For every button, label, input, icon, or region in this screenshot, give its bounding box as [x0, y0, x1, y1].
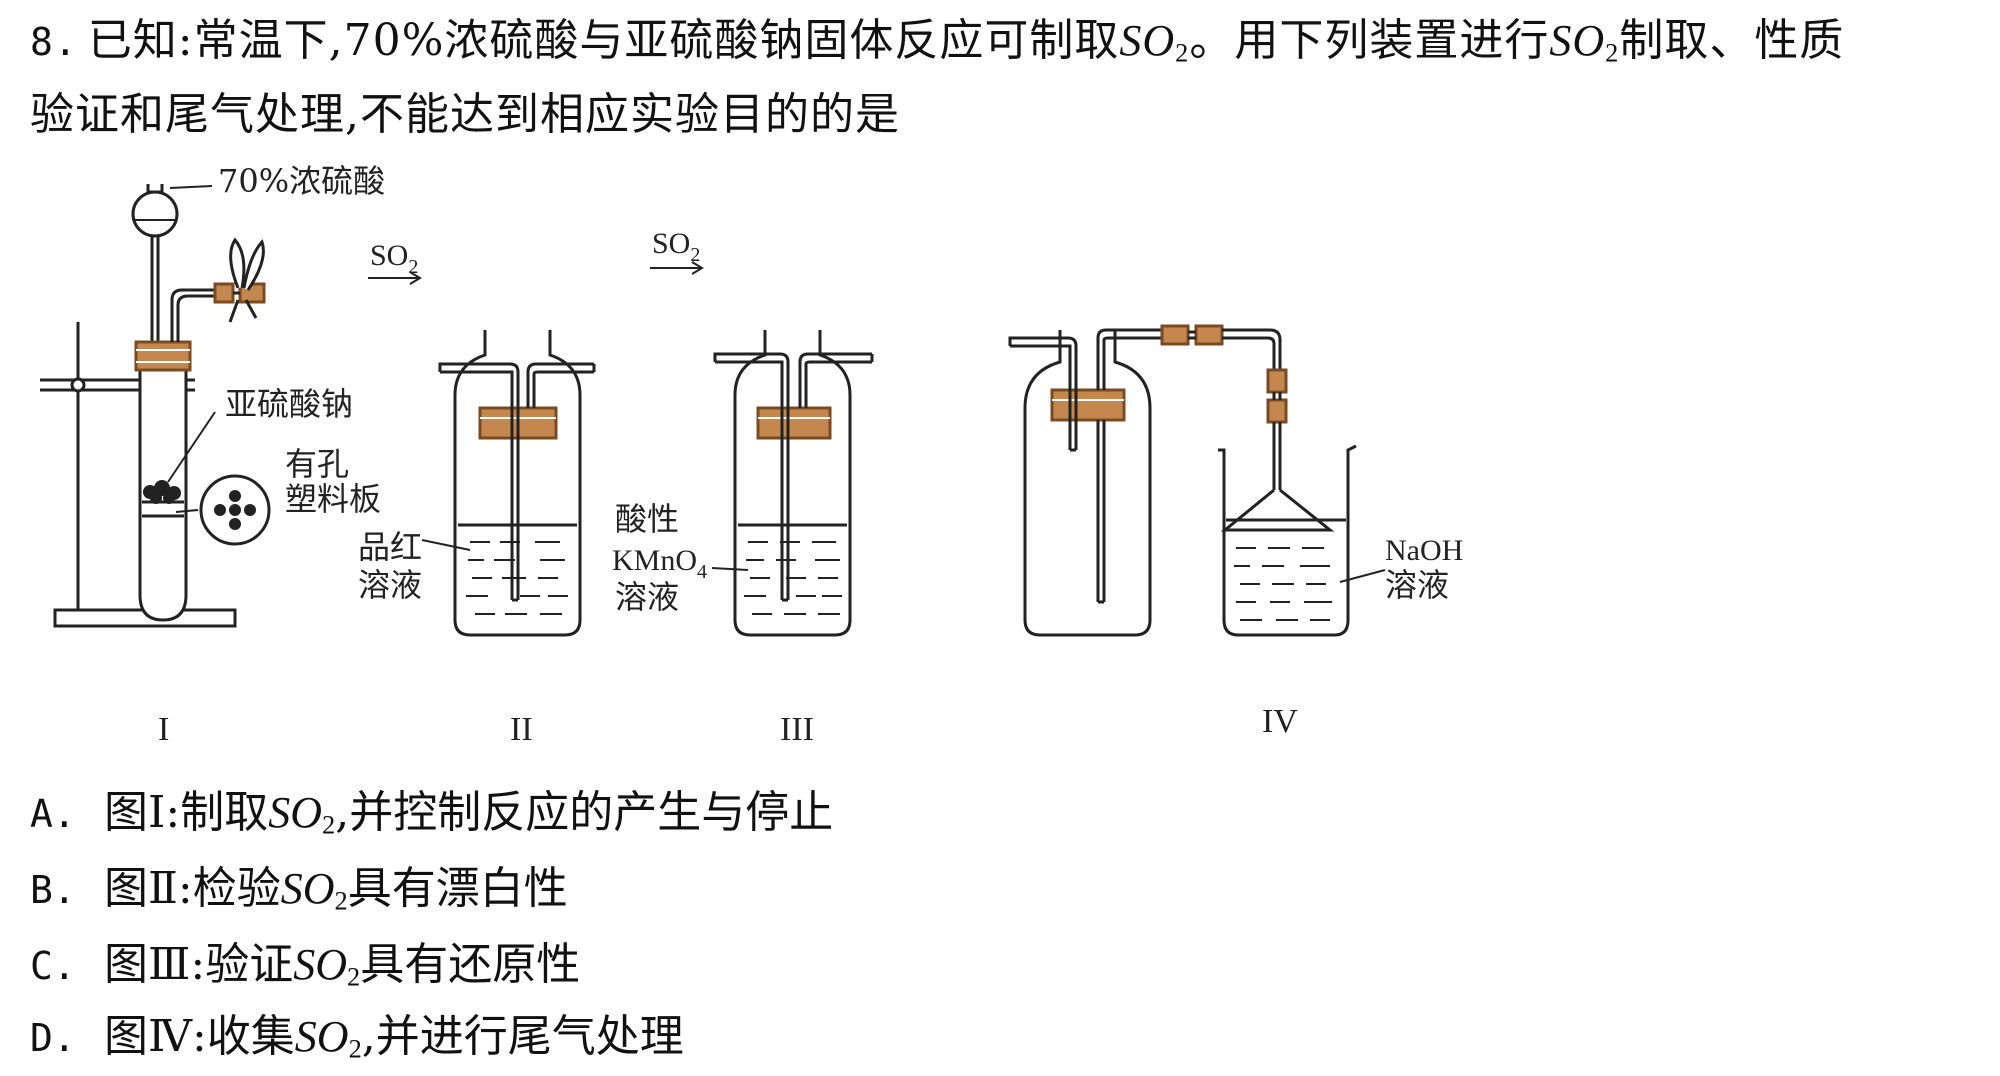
label-so2-inlet-3: SO2: [652, 227, 700, 266]
short-tube: [798, 352, 872, 408]
apparatus-2: [368, 271, 596, 637]
apparatus-1: [40, 184, 271, 628]
so2-formula: SO2: [280, 864, 348, 916]
label-acid: 70%浓硫酸: [218, 162, 385, 200]
apparatus-4: [1008, 324, 1386, 637]
option-d[interactable]: D.图Ⅳ:收集SO2,并进行尾气处理: [30, 1011, 684, 1064]
short-tube: [526, 362, 594, 408]
label-kmno4-2: KMnO4: [612, 544, 707, 583]
label-fuchsin-1: 品红: [358, 528, 422, 566]
option-c[interactable]: C.图Ⅲ:验证SO2具有还原性: [30, 939, 581, 992]
liquid-dashes: [1234, 547, 1332, 621]
question-stem-line-1: 8.已知:常温下,70%浓硫酸与亚硫酸钠固体反应可制取SO2。用下列装置进行SO…: [30, 14, 1844, 80]
long-tube: [438, 362, 520, 600]
long-tube: [713, 352, 790, 600]
label-sodium-sulfite: 亚硫酸钠: [225, 385, 353, 423]
collection-bottle: [1023, 330, 1152, 637]
pinch-clip: [229, 237, 246, 289]
outlet-tube: [1096, 328, 1165, 390]
question-number: 8.: [30, 20, 78, 64]
inverted-funnel: [1220, 488, 1335, 532]
so2-formula: SO2: [293, 940, 361, 992]
label-kmno4-3: 溶液: [615, 578, 679, 616]
funnel-bulb: [131, 190, 179, 238]
label-plate-1: 有孔: [285, 445, 349, 483]
roman-IV: IV: [1262, 703, 1298, 740]
stem-text-2: 。用下列装置进行: [1189, 15, 1550, 66]
so2-formula: SO2: [1549, 16, 1620, 68]
question-stem-line-2: 验证和尾气处理,不能达到相应实验目的的是: [30, 89, 900, 140]
delivery-tube: [170, 288, 218, 342]
apparatus-figure: 70%浓硫酸 亚硫酸钠 有孔 塑料板 SO2 品红 溶液 SO2 酸性 KMnO…: [40, 162, 1463, 748]
label-fuchsin-2: 溶液: [358, 566, 422, 604]
liquid-dashes: [466, 541, 568, 615]
option-b[interactable]: B.图Ⅱ:检验SO2具有漂白性: [30, 863, 568, 916]
beaker: [1218, 444, 1357, 637]
sodium-sulfite-solid: [143, 480, 181, 504]
stopper: [134, 340, 192, 372]
so2-formula: SO2: [268, 788, 336, 840]
roman-III: III: [780, 711, 814, 748]
roman-II: II: [510, 711, 533, 748]
stem-text-1: 已知:常温下,70%浓硫酸与亚硫酸钠固体反应可制取: [87, 15, 1120, 66]
label-naoh-2: 溶液: [1385, 566, 1449, 604]
apparatus-3: [650, 261, 874, 637]
stopper: [1050, 388, 1126, 422]
stopper: [756, 406, 832, 440]
label-kmno4-1: 酸性: [615, 500, 679, 538]
label-so2-inlet-2: SO2: [370, 239, 418, 278]
so2-formula: SO2: [294, 1012, 362, 1064]
label-plate-2: 塑料板: [285, 480, 381, 518]
so2-formula: SO2: [1119, 16, 1190, 68]
roman-I: I: [158, 711, 169, 748]
inlet-tube: [1008, 336, 1078, 450]
stem-text-3: 制取、性质: [1619, 15, 1845, 66]
label-naoh-1: NaOH: [1385, 534, 1463, 567]
gas-bottle: [733, 330, 852, 637]
option-a[interactable]: A.图Ⅰ:制取SO2,并控制反应的产生与停止: [30, 787, 834, 840]
